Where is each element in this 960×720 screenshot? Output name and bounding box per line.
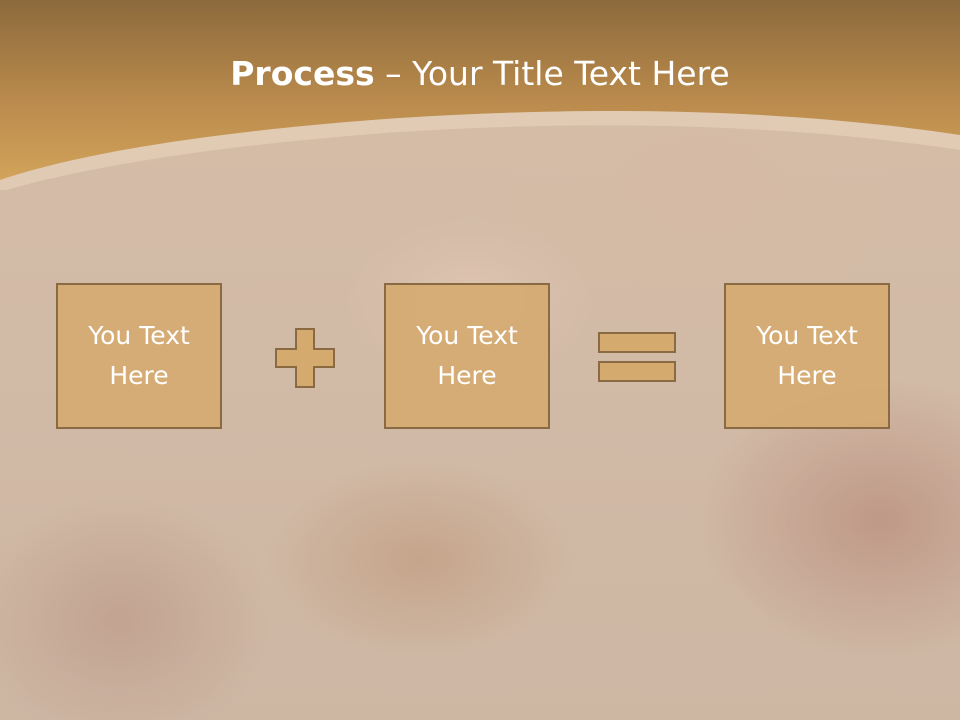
plus-icon <box>275 328 335 388</box>
slide-title: Process – Your Title Text Here <box>0 52 960 96</box>
title-rest: Your Title Text Here <box>412 54 730 93</box>
process-box-1[interactable]: You Text Here <box>56 283 222 429</box>
process-box-2-label: You Text Here <box>416 321 518 390</box>
process-box-1-label: You Text Here <box>88 321 190 390</box>
header-band <box>0 0 960 190</box>
equals-icon <box>598 332 676 382</box>
title-strong: Process <box>230 54 375 93</box>
process-box-3-label: You Text Here <box>756 321 858 390</box>
process-box-2[interactable]: You Text Here <box>384 283 550 429</box>
title-separator: – <box>374 54 413 93</box>
process-box-3[interactable]: You Text Here <box>724 283 890 429</box>
